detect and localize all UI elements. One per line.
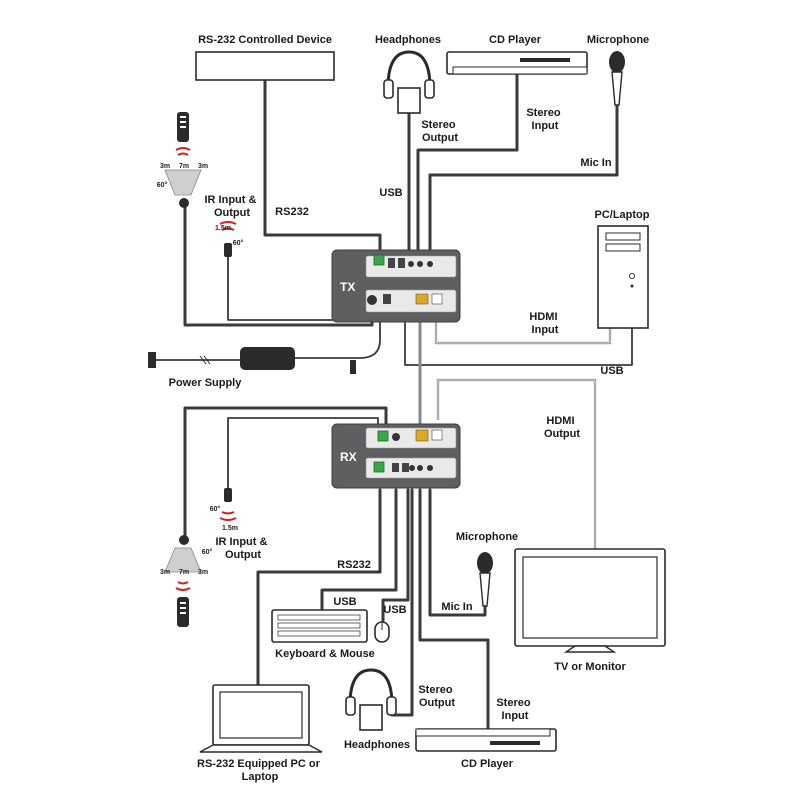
rx-ir-emitter-range: 1.5m	[222, 525, 238, 532]
ir-io-line2: Output	[214, 207, 250, 219]
pc-tower-icon	[597, 225, 649, 329]
rx-cd-player-icon	[415, 728, 557, 752]
cd-player-label: CD Player	[489, 34, 542, 46]
rx-stereo-output-line2: Output	[419, 697, 455, 709]
mouse-icon	[374, 621, 390, 643]
ir-emitter-angle: 60°	[233, 239, 244, 247]
stereo-output-label: Stereo Output	[421, 119, 458, 144]
rs232-pc-label: RS-232 Equipped PC or Laptop	[197, 758, 323, 783]
rx-ir-range-mid: 7m	[179, 569, 189, 576]
rx-ir-emitter-icon	[219, 488, 237, 521]
rx-usb-mouse-label: USB	[383, 604, 406, 616]
rx-stereo-input-line2: Input	[502, 710, 529, 722]
rs232-controlled-device	[195, 51, 335, 81]
rx-rs232-label: RS232	[337, 559, 371, 571]
cd-player-icon	[446, 51, 588, 75]
hdmi-output-line1: HDMI	[546, 415, 574, 427]
stereo-input-line2: Input	[532, 120, 559, 132]
rs232-device-label: RS-232 Controlled Device	[198, 34, 332, 46]
rx-stereo-output-line1: Stereo	[418, 684, 453, 696]
rs232-pc-line2: Laptop	[242, 771, 279, 783]
rx-mic-in-label: Mic In	[441, 601, 472, 613]
tv-monitor-icon	[514, 548, 666, 653]
stereo-input-label: Stereo Input	[526, 107, 563, 132]
stereo-output-line1: Stereo	[421, 119, 456, 131]
ir-io-label: IR Input & Output	[205, 194, 260, 219]
power-supply-icon	[148, 347, 356, 374]
ir-range-mid: 7m	[179, 163, 189, 170]
keyboard-icon	[271, 609, 368, 643]
usb-top-label: USB	[379, 187, 402, 199]
ir-io-line1: IR Input &	[205, 194, 257, 206]
pc-laptop-label: PC/Laptop	[595, 209, 650, 221]
rx-unit: RX	[331, 423, 461, 489]
ir-remote-icon	[164, 112, 202, 208]
tx-unit: TX	[331, 249, 461, 323]
rx-cd-player-label: CD Player	[461, 758, 514, 770]
hdmi-input-line2: Input	[532, 324, 559, 336]
rx-microphone-icon	[477, 552, 493, 607]
hdmi-input-line1: HDMI	[529, 311, 557, 323]
rx-ir-io-line1: IR Input &	[216, 536, 268, 548]
headphones-icon	[383, 50, 435, 114]
mic-in-label: Mic In	[580, 157, 611, 169]
rx-ir-angle: 60°	[202, 548, 213, 556]
rx-headphones-icon	[345, 668, 397, 731]
rs232-pc-line1: RS-232 Equipped PC or	[197, 758, 321, 770]
ir-range-left: 3m	[160, 163, 170, 170]
rx-ir-io-label: IR Input & Output	[216, 536, 271, 561]
rs232-tx-label: RS232	[275, 206, 309, 218]
rx-ir-io-line2: Output	[225, 549, 261, 561]
microphone-label: Microphone	[587, 34, 649, 46]
rx-headphones-label: Headphones	[344, 739, 410, 751]
rx-stereo-output-label: Stereo Output	[418, 684, 455, 709]
tv-monitor-label: TV or Monitor	[554, 661, 626, 673]
keyboard-mouse-label: Keyboard & Mouse	[275, 648, 375, 660]
rx-stereo-input-label: Stereo Input	[496, 697, 533, 722]
ir-emitter-icon	[219, 221, 237, 257]
headphones-label: Headphones	[375, 34, 441, 46]
ir-emitter-range: 1.5m	[215, 225, 231, 232]
microphone-icon	[609, 51, 625, 106]
ir-angle: 60°	[157, 181, 168, 189]
rx-ir-range-right: 3m	[198, 569, 208, 576]
stereo-input-line1: Stereo	[526, 107, 561, 119]
cables	[150, 73, 633, 732]
ir-range-right: 3m	[198, 163, 208, 170]
rx-stereo-input-line1: Stereo	[496, 697, 531, 709]
hdmi-input-label: HDMI Input	[529, 311, 560, 336]
rx-ir-remote-icon	[164, 535, 202, 627]
power-supply-label: Power Supply	[169, 377, 243, 389]
tx-label: TX	[340, 280, 355, 294]
stereo-output-line2: Output	[422, 132, 458, 144]
laptop-icon	[199, 684, 323, 753]
rx-label: RX	[340, 450, 357, 464]
rx-usb-kb-label: USB	[333, 596, 356, 608]
rx-ir-emitter-angle: 60°	[210, 505, 221, 513]
rx-microphone-label: Microphone	[456, 531, 518, 543]
hdmi-output-label: HDMI Output	[544, 415, 580, 440]
rx-ir-range-left: 3m	[160, 569, 170, 576]
usb-pc-label: USB	[600, 365, 623, 377]
hdmi-output-line2: Output	[544, 428, 580, 440]
